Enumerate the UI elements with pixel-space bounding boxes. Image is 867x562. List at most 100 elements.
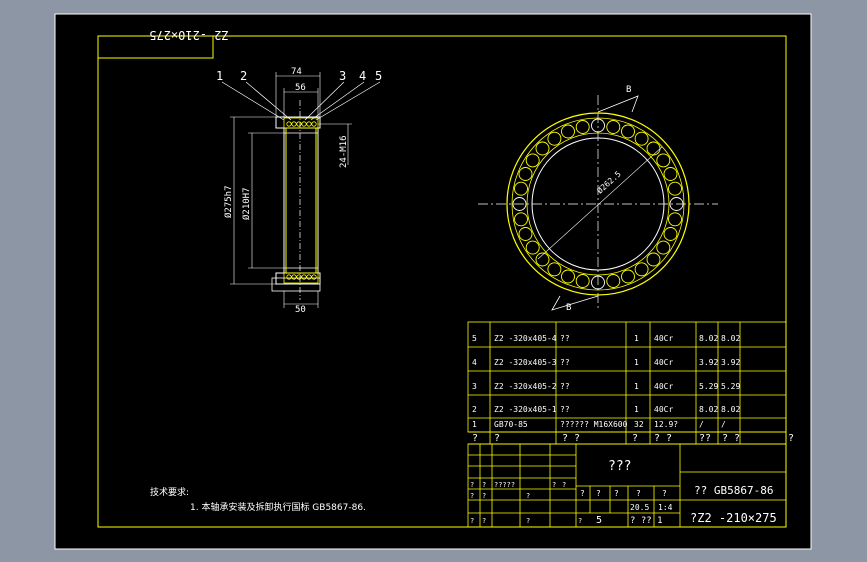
title-ratio: 1:4 [658, 503, 673, 512]
parts-header-w2: ? ? [722, 433, 740, 444]
title-drawing-no: ?Z2 -210×275 [690, 511, 777, 525]
part-weight-total: / [721, 420, 726, 429]
part-no: 5 [472, 334, 477, 343]
part-weight-total: 8.02 [721, 334, 740, 343]
part-name: ?????? M16X600 [560, 420, 628, 429]
title-scale: 20.5 [630, 503, 649, 512]
dim-inner-dia: Ø210H7 [241, 187, 252, 220]
part-qty: 1 [634, 405, 639, 414]
row-mark-6: ? [526, 517, 530, 525]
notes-header: 技术要求: [150, 486, 189, 498]
rolling-element [606, 274, 621, 288]
rolling-element [663, 167, 678, 181]
rolling-element-ring [512, 118, 684, 290]
part-weight-single: 8.02 [699, 405, 718, 414]
part-no: 4 [472, 358, 477, 367]
part-weight-total: 5.29 [721, 382, 740, 391]
rolling-element [668, 181, 682, 196]
part-qty: 1 [634, 382, 639, 391]
part-weight-single: 3.92 [699, 358, 718, 367]
dim-width-top: 74 [291, 67, 302, 77]
rolling-element [518, 167, 533, 181]
section-view: 1 2 3 4 5 74 56 [216, 67, 382, 315]
part-no: 2 [472, 405, 477, 414]
part-weight-single: 8.02 [699, 334, 718, 343]
rolling-element [634, 262, 649, 277]
part-weight-total: 8.02 [721, 405, 740, 414]
title-sheet-right: ? ?? 1 [630, 516, 663, 526]
rolling-element [668, 212, 682, 227]
section-mark-bottom: B [566, 303, 571, 313]
rolling-element [514, 212, 528, 227]
rolling-element [621, 269, 635, 284]
part-material: 40Cr [654, 358, 673, 367]
row-mark-3: ? [526, 492, 530, 500]
rolling-element [561, 124, 575, 139]
rolling-element [575, 274, 590, 288]
part-code: Z2 -320x405-3 [494, 358, 557, 367]
rolling-element [634, 131, 649, 146]
row-mark-4: ? [470, 517, 474, 525]
rolling-element [514, 181, 528, 196]
part-no: 1 [472, 420, 477, 429]
balloon-3: 3 [339, 69, 346, 83]
rolling-element [591, 118, 605, 133]
parts-header-name: ? ? [562, 433, 580, 444]
part-no: 3 [472, 382, 477, 391]
part-material: 12.9? [654, 420, 678, 429]
title-sheet-left: 5 [596, 515, 602, 526]
dim-width-inner: 56 [295, 83, 306, 93]
dim-thread: 24-M16 [339, 135, 349, 168]
parts-header-material: ? ? [654, 433, 672, 444]
sign-cell-5: ? [562, 481, 566, 489]
part-weight-single: 5.29 [699, 382, 718, 391]
grade-cell-4: ? [636, 489, 641, 498]
rolling-element [656, 153, 671, 168]
rolling-element [535, 252, 550, 267]
drawing-frame [97, 35, 787, 528]
rolling-element [575, 120, 590, 134]
row-mark-2: ? [482, 492, 486, 500]
rolling-element [525, 153, 540, 168]
sign-cell-3: ????? [494, 481, 515, 489]
parts-header-qty: ? [632, 433, 638, 444]
rotated-title-box: Z2 -210×275 [97, 28, 229, 59]
title-block [467, 443, 787, 528]
parts-header-code: ? [494, 433, 500, 444]
dim-outer-dia: Ø275h7 [223, 185, 234, 218]
sheet-background [54, 13, 812, 550]
rolling-element [512, 197, 527, 211]
part-weight-single: / [699, 420, 704, 429]
rolling-element [646, 252, 661, 267]
rolling-element [621, 124, 635, 139]
part-code: Z2 -320x405-1 [494, 405, 557, 414]
rolling-element [518, 227, 533, 241]
grade-cell-3: ? [614, 489, 619, 498]
part-name: ?? [560, 358, 570, 367]
balloon-2: 2 [240, 69, 247, 83]
rolling-element [525, 240, 540, 255]
parts-header-w1: ?? [699, 433, 711, 444]
row-mark-5: ? [482, 517, 486, 525]
part-qty: 32 [634, 420, 644, 429]
rolling-element [535, 141, 550, 156]
rolling-element [669, 197, 684, 211]
parts-header-no: ? [472, 433, 478, 444]
sign-cell-4: ? [552, 481, 556, 489]
part-weight-total: 3.92 [721, 358, 740, 367]
part-qty: 1 [634, 358, 639, 367]
part-name: ?? [560, 405, 570, 414]
grade-cell-5: ? [662, 489, 667, 498]
parts-header-note: ? [788, 433, 794, 444]
row-mark-7: ? [578, 517, 582, 525]
title-company: ??? [608, 459, 631, 474]
rolling-element [656, 240, 671, 255]
rolling-element [547, 131, 562, 146]
rolling-element [591, 275, 605, 290]
rolling-element [547, 262, 562, 277]
grade-cell-2: ? [596, 489, 601, 498]
part-material: 40Cr [654, 334, 673, 343]
part-material: 40Cr [654, 405, 673, 414]
parts-list [467, 321, 787, 445]
